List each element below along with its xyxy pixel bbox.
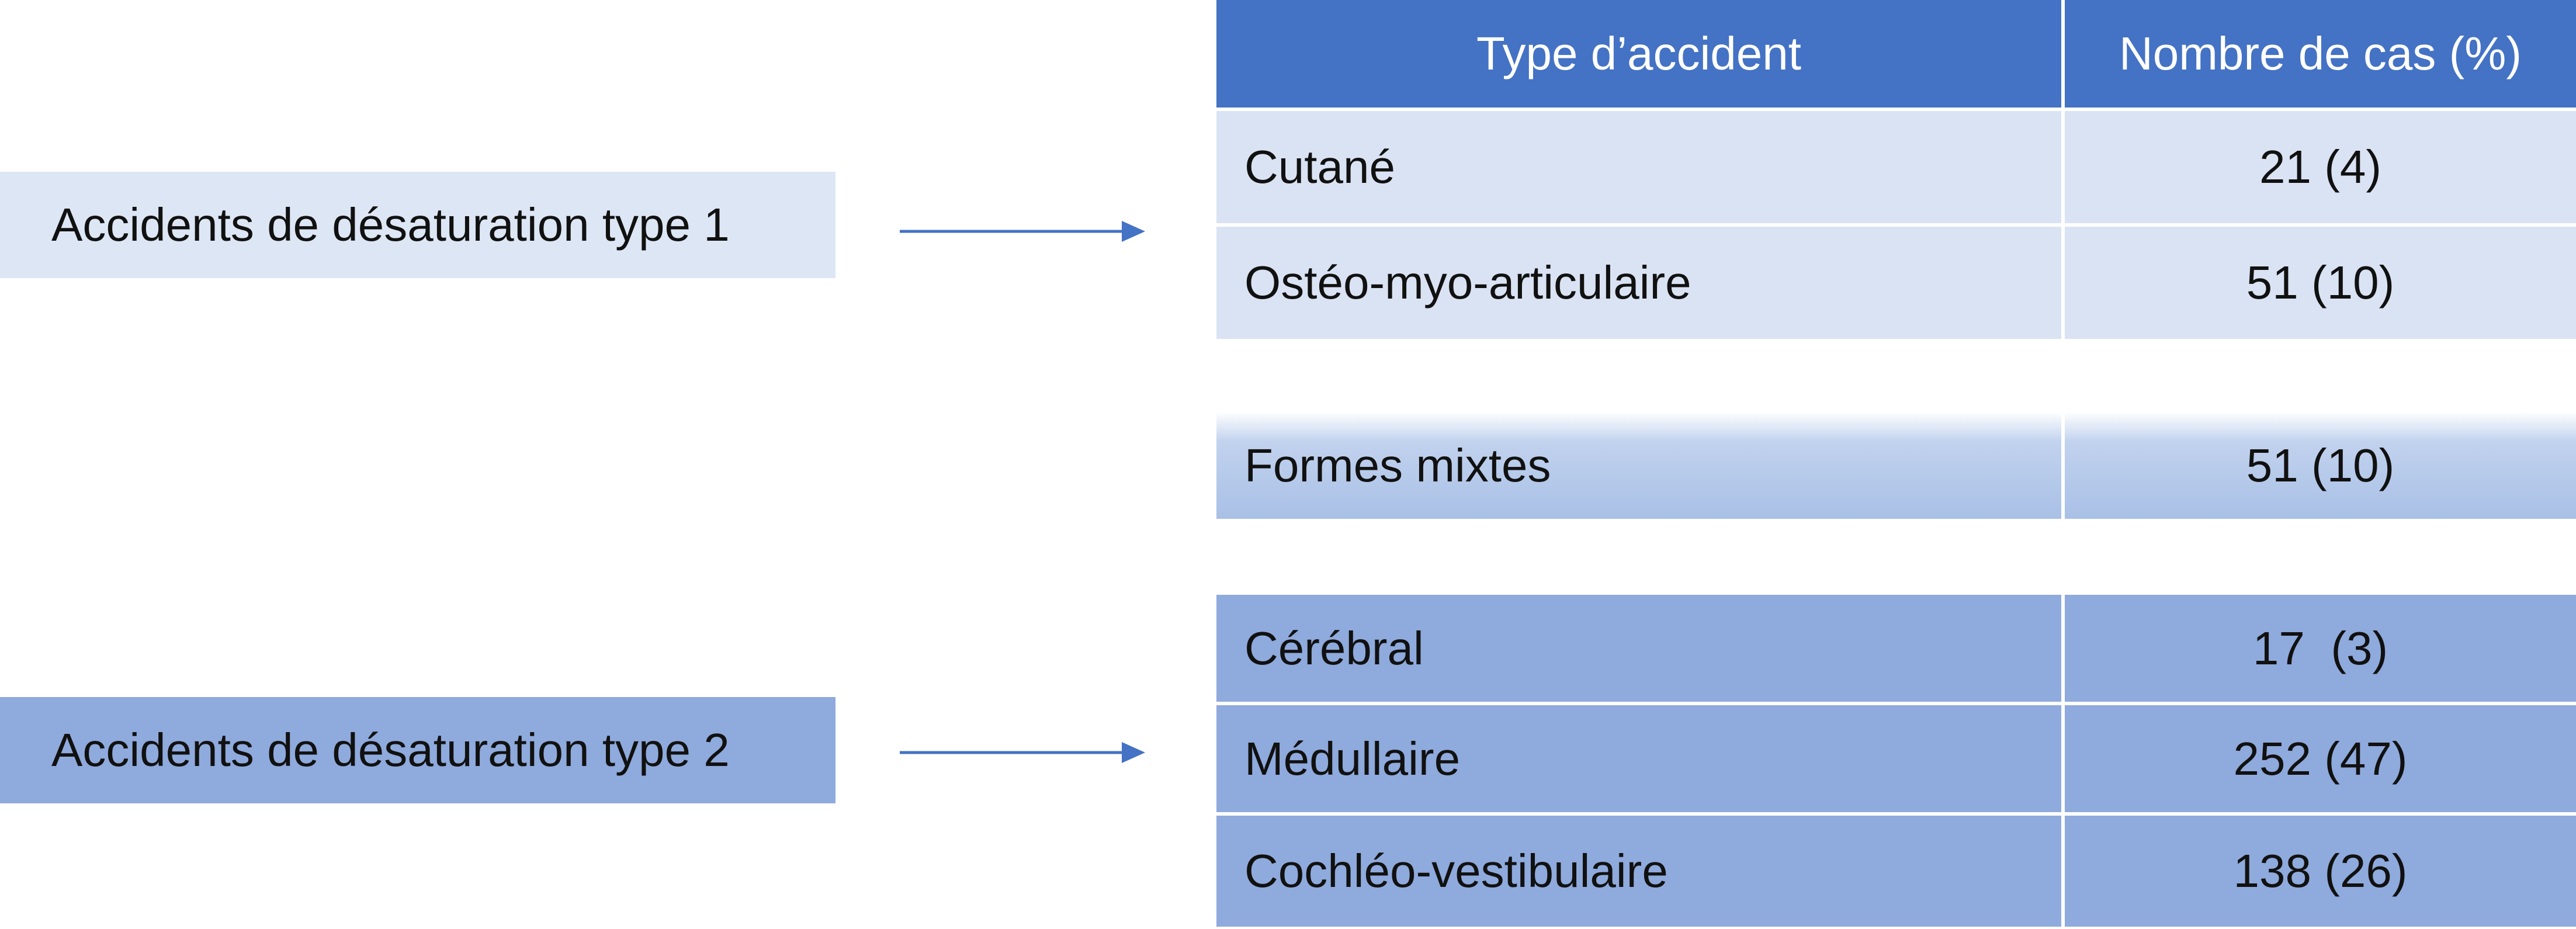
row-osteo-cases: 51 (10) — [2065, 227, 2576, 339]
row-cutane-type: Cutané — [1216, 111, 2061, 223]
row-mixtes-cases: 51 (10) — [2065, 412, 2576, 519]
type1-label-box: Accidents de désaturation type 1 — [0, 172, 835, 278]
row-medullaire-cases: 252 (47) — [2065, 705, 2576, 812]
arrow-type2 — [900, 742, 1145, 763]
row-medullaire-type: Médullaire — [1216, 705, 2061, 812]
row-cochleo-cases: 138 (26) — [2065, 816, 2576, 927]
row-osteo-type: Ostéo-myo-articulaire — [1216, 227, 2061, 339]
row-cochleo-type: Cochléo-vestibulaire — [1216, 816, 2061, 927]
header-type: Type d’accident — [1216, 0, 2061, 108]
row-cutane-cases: 21 (4) — [2065, 111, 2576, 223]
arrow-type1 — [900, 221, 1145, 242]
type2-label: Accidents de désaturation type 2 — [51, 724, 730, 776]
row-cerebral-cases: 17 (3) — [2065, 595, 2576, 702]
header-cases: Nombre de cas (%) — [2065, 0, 2576, 108]
type1-label: Accidents de désaturation type 1 — [51, 199, 730, 251]
type2-label-box: Accidents de désaturation type 2 — [0, 697, 835, 803]
row-mixtes-type: Formes mixtes — [1216, 412, 2061, 519]
row-cerebral-type: Cérébral — [1216, 595, 2061, 702]
